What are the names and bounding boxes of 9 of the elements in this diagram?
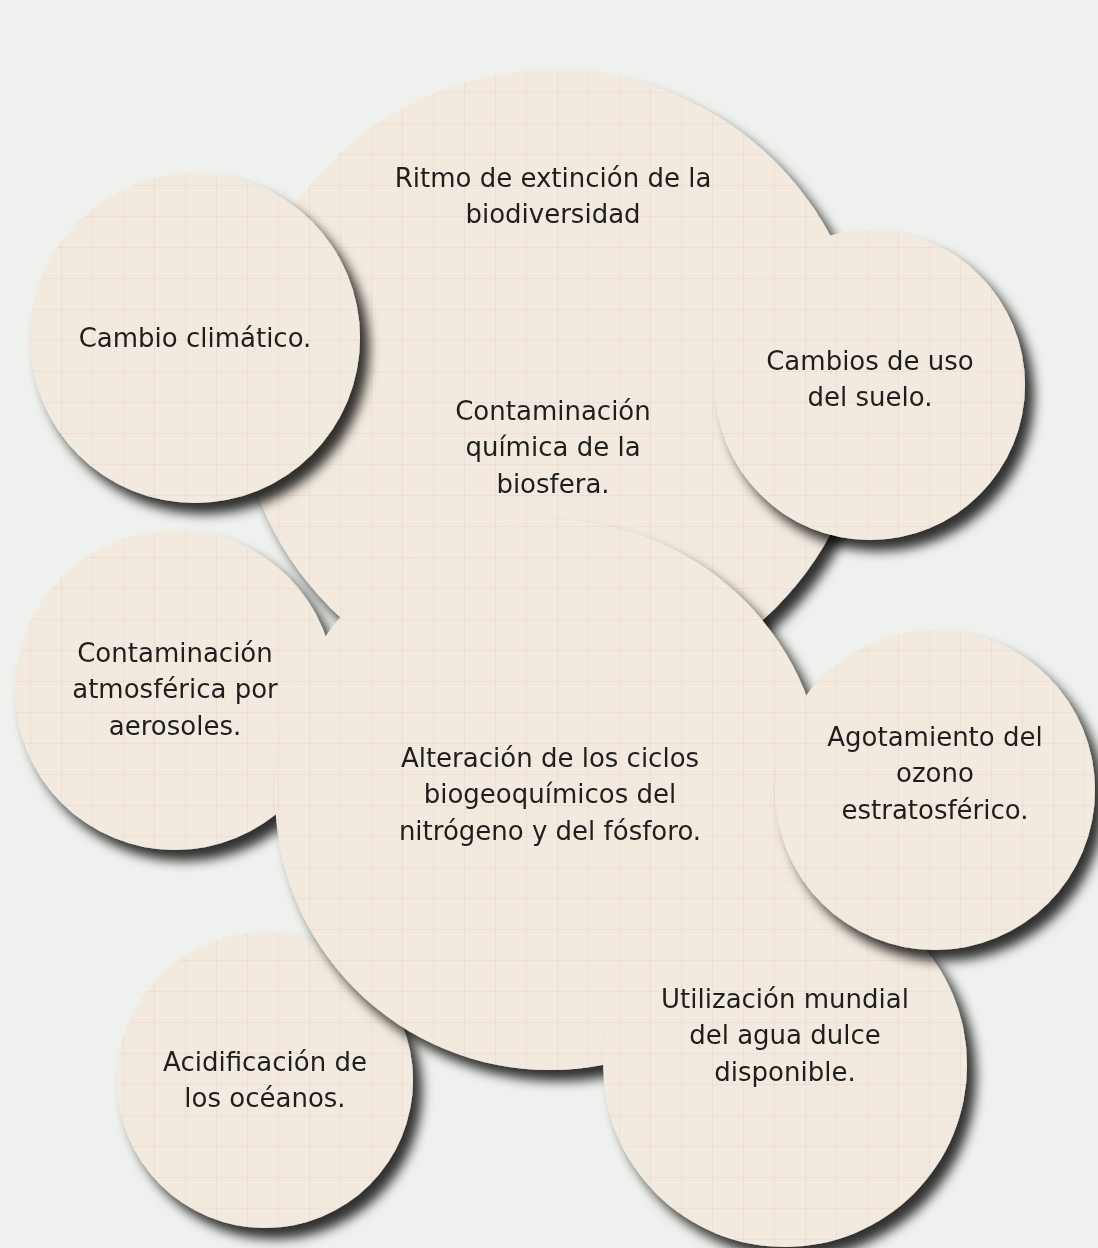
circle-label: Agotamiento del ozono estratosférico.	[826, 721, 1044, 828]
circle-label: Ritmo de extinción de la biodiversidad	[393, 161, 713, 231]
circle-label: Cambios de uso del suelo.	[765, 344, 975, 414]
circle-label: Alteración de los ciclos biogeoquímicos del nitrógeno y del fósforo.	[397, 742, 703, 849]
circle-label: Cambio climático.	[77, 321, 313, 355]
circle-label: Acidificación de los océanos.	[162, 1045, 368, 1115]
circle-label: Contaminación atmosférica por aerosoles.	[71, 637, 279, 744]
circle-label: Utilización mundial del agua dulce disponible.	[660, 983, 910, 1090]
circle-label: Contaminación química de la biosfera.	[454, 395, 652, 502]
